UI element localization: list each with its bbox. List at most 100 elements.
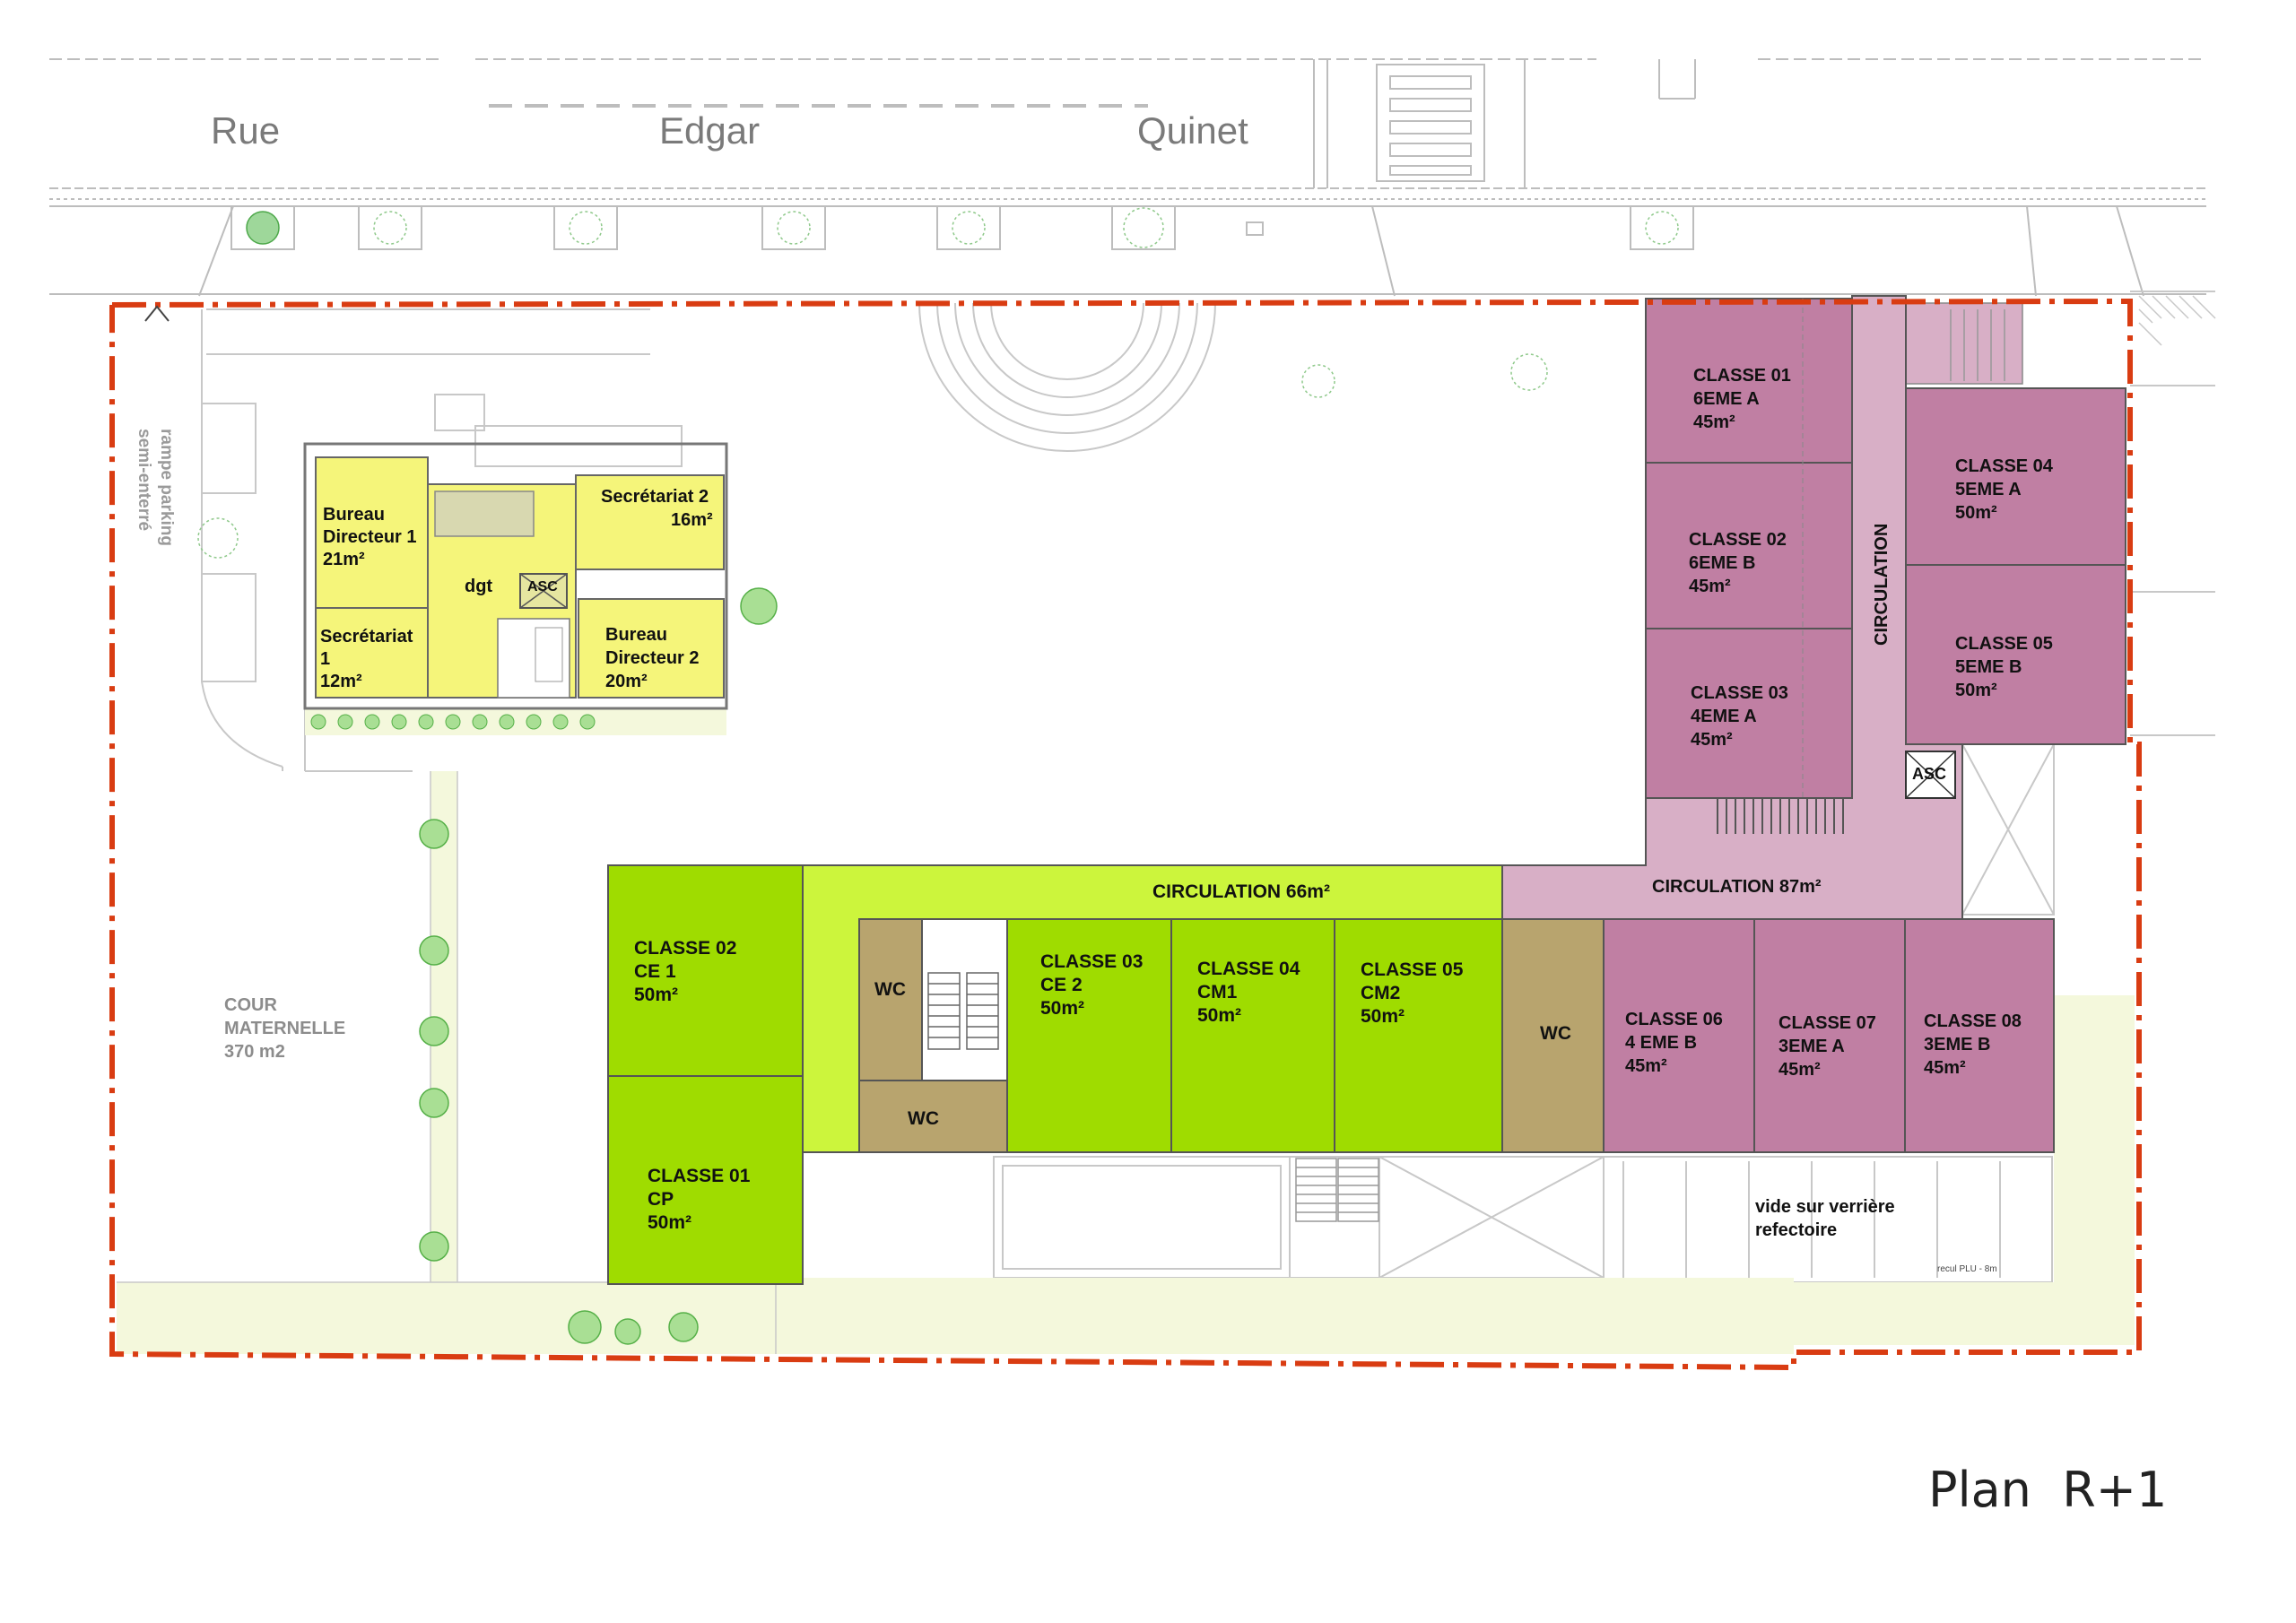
street-trees bbox=[246, 207, 1679, 248]
admin-building bbox=[303, 442, 728, 710]
room-classe04-cm1 bbox=[1170, 918, 1335, 1153]
classe03-area: 50m² bbox=[1040, 998, 1084, 1019]
courtyard-plants bbox=[197, 353, 1548, 1345]
room-classe05-5eme-b bbox=[1905, 564, 2126, 745]
bureau1-line2: Directeur 1 bbox=[323, 527, 417, 547]
boundary-arrow bbox=[144, 305, 170, 322]
secretariat2-area: 16m² bbox=[671, 510, 713, 530]
street-name-edgar: Edgar bbox=[659, 109, 760, 152]
street-name-rue: Rue bbox=[211, 109, 280, 152]
classe02c-area: 45m² bbox=[1689, 577, 1731, 596]
classe03c-area: 45m² bbox=[1691, 730, 1733, 750]
college-wing bbox=[1501, 295, 2126, 1153]
room-classe03-4eme-a bbox=[1645, 628, 1853, 799]
street-zone bbox=[49, 58, 2206, 297]
classe07-line2: 3EME A bbox=[1779, 1037, 1845, 1056]
classe01c-line1: CLASSE 01 bbox=[1693, 366, 1791, 386]
cour-area: 370 m2 bbox=[224, 1042, 285, 1062]
room-wc-3 bbox=[1501, 918, 1605, 1153]
cour-line1: COUR bbox=[224, 995, 277, 1015]
admin-stairs bbox=[497, 618, 570, 699]
room-secretariat-1 bbox=[315, 607, 429, 699]
classe05p-line2: CM2 bbox=[1361, 983, 1400, 1003]
site-boundary bbox=[109, 298, 2142, 1371]
cour-line2: MATERNELLE bbox=[224, 1019, 345, 1038]
classe03c-line1: CLASSE 03 bbox=[1691, 683, 1788, 703]
classe07-line1: CLASSE 07 bbox=[1779, 1013, 1876, 1033]
classe05c-line2: 5EME B bbox=[1955, 657, 2022, 677]
classe08-area: 45m² bbox=[1924, 1058, 1966, 1078]
wc-2-label: WC bbox=[908, 1108, 939, 1129]
hedge-row bbox=[310, 714, 596, 730]
classe02-line1: CLASSE 02 bbox=[634, 938, 736, 959]
classe04p-line2: CM1 bbox=[1197, 982, 1238, 1002]
classe02c-line2: 6EME B bbox=[1689, 553, 1755, 573]
wc-1-label: WC bbox=[874, 979, 906, 1000]
classe02c-line1: CLASSE 02 bbox=[1689, 530, 1787, 550]
classe07-area: 45m² bbox=[1779, 1060, 1821, 1080]
classe04p-area: 50m² bbox=[1197, 1005, 1241, 1026]
wc-3-label: WC bbox=[1540, 1023, 1571, 1044]
classe01c-line2: 6EME A bbox=[1693, 389, 1760, 409]
classe05c-line1: CLASSE 05 bbox=[1955, 634, 2053, 654]
meeting-table bbox=[434, 490, 535, 537]
classe02-area: 50m² bbox=[634, 985, 678, 1005]
primary-stairs bbox=[921, 918, 1008, 1081]
ramp-line1: rampe parking bbox=[157, 429, 176, 546]
dgt-label: dgt bbox=[465, 577, 492, 596]
recul-note: recul PLU - 8m bbox=[1937, 1264, 1997, 1274]
classe03-line1: CLASSE 03 bbox=[1040, 951, 1143, 972]
classe04c-line2: 5EME A bbox=[1955, 480, 2022, 499]
primary-stair-steps bbox=[927, 972, 999, 1050]
bureau1-line1: Bureau bbox=[323, 505, 385, 525]
classe02-line2: CE 1 bbox=[634, 961, 676, 982]
classe08-line2: 3EME B bbox=[1924, 1035, 1990, 1055]
classe05p-area: 50m² bbox=[1361, 1006, 1405, 1027]
room-classe01-cp bbox=[607, 1075, 804, 1285]
grass-areas bbox=[117, 708, 2135, 1354]
neighbour-hatch bbox=[2138, 295, 2216, 346]
secretariat1-line1: Secrétariat bbox=[320, 627, 413, 647]
plan-title: Plan R+1 bbox=[1928, 1462, 2167, 1518]
bureau2-line1: Bureau bbox=[605, 625, 667, 645]
classe06-line1: CLASSE 06 bbox=[1625, 1010, 1723, 1029]
room-classe03-ce2 bbox=[1006, 918, 1172, 1153]
street-name-quinet: Quinet bbox=[1137, 109, 1248, 152]
classe04c-area: 50m² bbox=[1955, 503, 1997, 523]
room-secretariat-2 bbox=[575, 474, 725, 570]
classe01c-area: 45m² bbox=[1693, 412, 1735, 432]
bureau2-line2: Directeur 2 bbox=[605, 648, 700, 668]
classe03c-line2: 4EME A bbox=[1691, 707, 1757, 726]
stair-details bbox=[1295, 302, 2023, 1222]
college-stair-steps bbox=[1717, 299, 1844, 834]
classe03-line2: CE 2 bbox=[1040, 975, 1083, 995]
room-wc-2 bbox=[858, 1080, 1008, 1153]
room-classe04-5eme-a bbox=[1905, 387, 2126, 566]
room-classe01-6eme-a bbox=[1645, 298, 1853, 464]
circulation-87-label: CIRCULATION 87m² bbox=[1652, 877, 1822, 897]
room-bureau-directeur-2 bbox=[578, 598, 725, 699]
secretariat2-line1: Secrétariat 2 bbox=[601, 487, 709, 507]
vide-line1: vide sur verrière bbox=[1755, 1197, 1895, 1217]
classe06-area: 45m² bbox=[1625, 1056, 1667, 1076]
bureau2-area: 20m² bbox=[605, 672, 648, 691]
vide-line2: refectoire bbox=[1755, 1220, 1837, 1240]
bureau1-area: 21m² bbox=[323, 550, 365, 569]
admin-asc-label: ASC bbox=[527, 579, 558, 595]
room-classe07-3eme-a bbox=[1753, 918, 1906, 1153]
circulation-vertical-label: CIRCULATION bbox=[1872, 524, 1892, 646]
classe04c-line1: CLASSE 04 bbox=[1955, 456, 2054, 476]
classe04p-line1: CLASSE 04 bbox=[1197, 959, 1300, 979]
classe01p-area: 50m² bbox=[648, 1212, 691, 1233]
circulation-66-label: CIRCULATION 66m² bbox=[1152, 881, 1330, 902]
primary-wing bbox=[607, 864, 1503, 1285]
secretariat1-area: 12m² bbox=[320, 672, 362, 691]
classe08-line1: CLASSE 08 bbox=[1924, 1011, 2022, 1031]
classe05c-area: 50m² bbox=[1955, 681, 1997, 700]
room-wc-1 bbox=[858, 918, 923, 1081]
classe06-line2: 4 EME B bbox=[1625, 1033, 1697, 1053]
secretariat1-line2: 1 bbox=[320, 649, 330, 669]
college-asc-label: ASC bbox=[1912, 765, 1946, 783]
classe05p-line1: CLASSE 05 bbox=[1361, 959, 1464, 980]
